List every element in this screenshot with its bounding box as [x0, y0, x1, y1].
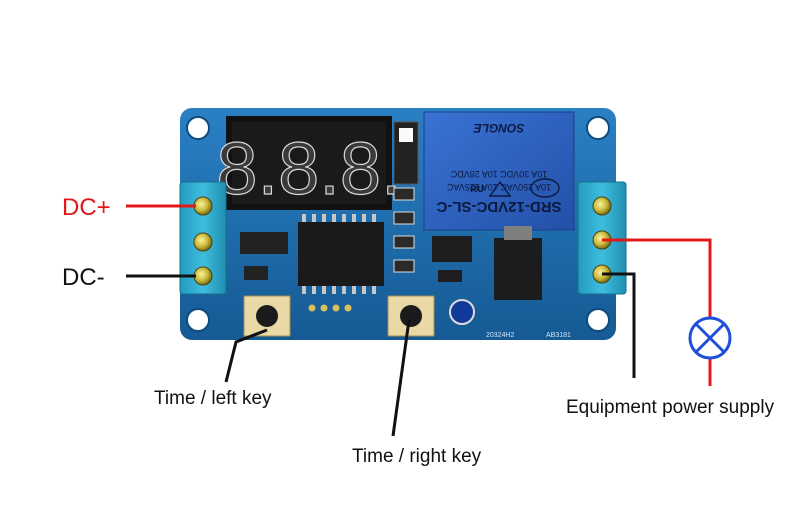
output-terminal-block: [577, 181, 627, 295]
relay-brand: SONGLE: [473, 121, 525, 135]
seven-segment-display: 8.8.8.: [216, 116, 402, 211]
board-code-left: 20324H2: [486, 332, 515, 339]
warning-triangle-icon: [488, 180, 512, 197]
jumper: [393, 121, 419, 185]
relay-rating-1: 10A 250VAC 10A 125VAC: [446, 182, 551, 192]
dc-minus-label: DC-: [62, 264, 105, 291]
smd-components: 20324H2 AB3181: [240, 187, 571, 339]
cqc-mark-icon: [530, 178, 560, 198]
right-key-label: Time / right key: [352, 446, 482, 467]
ul-mark-icon: ʀᴜ: [470, 181, 484, 195]
right-key-button[interactable]: [387, 295, 435, 337]
controller-ic: [298, 214, 384, 294]
equipment-power-supply-label: Equipment power supply: [566, 397, 775, 418]
left-key-label: Time / left key: [154, 388, 272, 409]
dc-plus-label: DC+: [62, 194, 111, 221]
relay-rating-2: 10A 30VDC 10A 28VDC: [450, 169, 547, 179]
relay: SRD-12VDC-SL-C 10A 250VAC 10A 125VAC 10A…: [423, 111, 575, 231]
nc-screw: [592, 196, 612, 216]
dc-plus-screw: [193, 196, 213, 216]
display-digits: 8.8.8.: [216, 127, 401, 210]
dc-minus-screw: [193, 266, 213, 286]
input-terminal-block: [179, 181, 227, 295]
lamp-icon: [688, 316, 732, 360]
supply-negative-wire: [602, 272, 636, 378]
left-key-pointer: [224, 328, 268, 383]
board-code-right: AB3181: [546, 332, 571, 339]
lamp-positive-wire: [602, 238, 712, 318]
relay-model: SRD-12VDC-SL-C: [436, 198, 561, 215]
right-key-pointer: [391, 319, 411, 437]
middle-screw: [193, 232, 213, 252]
left-key-button[interactable]: [243, 295, 291, 337]
